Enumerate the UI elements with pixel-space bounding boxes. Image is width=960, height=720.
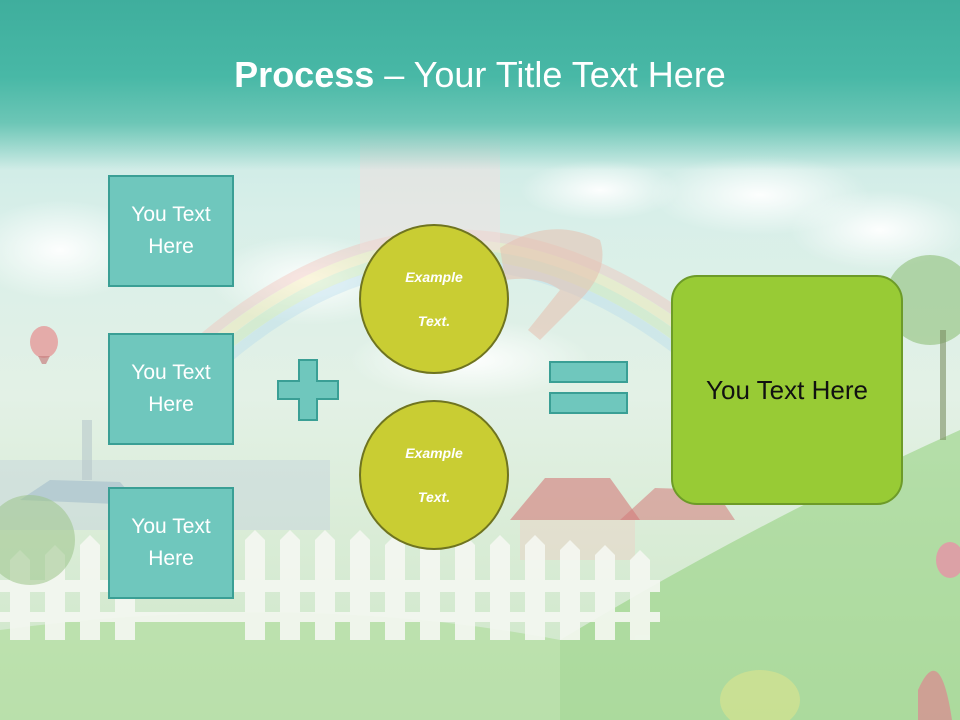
example-circle-1-line2: Text. xyxy=(417,313,451,329)
text-box-3-label: You Text Here xyxy=(116,511,226,575)
title-band xyxy=(0,0,960,170)
example-circle-2-label: Example Text. xyxy=(389,442,479,508)
text-box-1-line2: Here xyxy=(148,235,194,258)
example-circle-1-line1: Example xyxy=(405,269,463,285)
slide-title: Process – Your Title Text Here xyxy=(0,52,960,98)
text-box-3[interactable]: You Text Here xyxy=(108,487,234,599)
example-circle-1[interactable]: Example Text. xyxy=(359,224,509,374)
text-box-1-label: You Text Here xyxy=(116,199,226,263)
text-box-1-line1: You Text xyxy=(131,203,211,226)
example-circle-1-label: Example Text. xyxy=(389,266,479,332)
text-box-1[interactable]: You Text Here xyxy=(108,175,234,287)
title-bold-part: Process xyxy=(234,54,375,95)
plus-icon xyxy=(277,359,339,421)
text-box-2-line2: Here xyxy=(148,393,194,416)
equals-icon xyxy=(549,361,628,414)
text-box-3-line1: You Text xyxy=(131,515,211,538)
result-box[interactable]: You Text Here xyxy=(671,275,903,505)
example-circle-2[interactable]: Example Text. xyxy=(359,400,509,550)
result-box-label: You Text Here xyxy=(706,375,868,405)
example-circle-2-line2: Text. xyxy=(417,489,451,505)
text-box-2[interactable]: You Text Here xyxy=(108,333,234,445)
text-box-2-line1: You Text xyxy=(131,361,211,384)
text-box-2-label: You Text Here xyxy=(116,357,226,421)
title-regular-part: – Your Title Text Here xyxy=(374,54,726,95)
text-box-3-line2: Here xyxy=(148,547,194,570)
example-circle-2-line1: Example xyxy=(405,445,463,461)
